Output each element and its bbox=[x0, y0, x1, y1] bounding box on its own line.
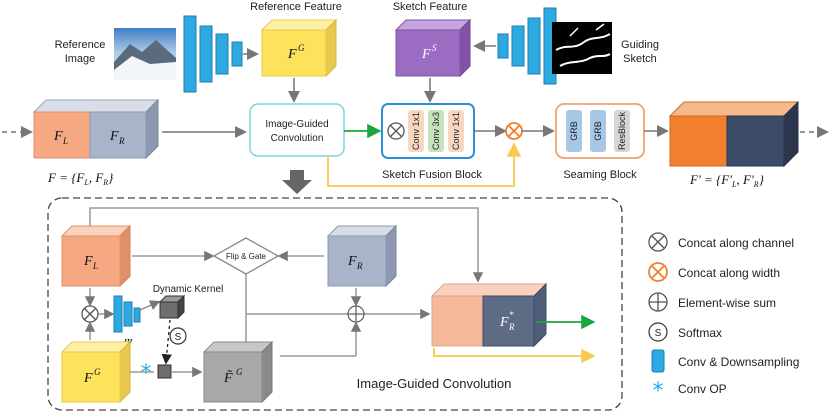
detail-softmax-icon bbox=[169, 327, 187, 345]
grb1-block bbox=[566, 110, 582, 152]
frstar-sup: * bbox=[509, 310, 514, 320]
detail-output-cube bbox=[430, 282, 548, 348]
grb1-label: GRB bbox=[569, 121, 579, 141]
frstar-sub: R bbox=[508, 322, 515, 332]
legend-concat-width-icon bbox=[648, 262, 668, 282]
reference-image-label-1: Reference bbox=[55, 39, 106, 51]
top-fl-sub: L bbox=[62, 136, 68, 146]
ftilde-sup: G bbox=[236, 367, 243, 377]
fg-cube-sup: G bbox=[298, 43, 305, 53]
legend-conv-down: Conv & Downsampling bbox=[678, 355, 799, 369]
flip-gate-label: Flip & Gate bbox=[226, 252, 267, 261]
seaming-label: Seaming Block bbox=[563, 169, 637, 181]
legend-concat-width: Concat along width bbox=[678, 266, 780, 280]
sketch-encoder-icon bbox=[497, 7, 557, 85]
psi-to-kernel-arrow bbox=[139, 300, 161, 311]
detail-softmax-s: S bbox=[175, 332, 182, 343]
igc-yellow-bypass-arrow bbox=[327, 142, 522, 187]
conv-result-box bbox=[157, 364, 172, 379]
guiding-sketch-label-2: Sketch bbox=[623, 53, 657, 65]
detail-fr-sub: R bbox=[356, 261, 363, 271]
legend-concat-channel-icon bbox=[648, 232, 668, 252]
fl-skip-arrow bbox=[89, 207, 484, 283]
elementwise-sum-icon bbox=[347, 305, 365, 323]
f-set-eq: F = {FL, FR} bbox=[47, 170, 114, 187]
igc-box-label-2: Convolution bbox=[271, 133, 324, 144]
fg-cube bbox=[260, 18, 338, 78]
top-fr-label: F bbox=[109, 129, 119, 144]
fs-cube-label: F bbox=[421, 47, 431, 62]
legend-softmax: Softmax bbox=[678, 326, 722, 340]
resblock-label: ResBlock bbox=[617, 111, 627, 150]
igc-box bbox=[249, 103, 345, 157]
psi-encoder-icon bbox=[113, 295, 141, 333]
legend-conv-op-icon: * bbox=[653, 379, 664, 404]
conv3x3-label: Conv 3x3 bbox=[431, 112, 441, 150]
top-fr-sub: R bbox=[118, 136, 125, 146]
ftilde-cube bbox=[202, 340, 274, 404]
detail-fr-label: F bbox=[347, 254, 357, 269]
fs-cube-sup: S bbox=[432, 43, 437, 53]
dynamic-kernel-label: Dynamic Kernel bbox=[153, 284, 224, 295]
detail-fr-cube bbox=[326, 224, 398, 288]
detail-fg-cube bbox=[60, 340, 132, 404]
detail-yellow-out-arrow bbox=[433, 348, 596, 364]
conv1x1-label: Conv 1x1 bbox=[411, 112, 421, 150]
legend-softmax-symbol: S bbox=[655, 328, 662, 339]
legend-sum-icon bbox=[648, 292, 668, 312]
legend-conv-down-icon bbox=[651, 349, 665, 373]
fusion-concat-icon bbox=[387, 122, 405, 140]
legend: Concat along channel Concat along width … bbox=[648, 232, 799, 404]
legend-elementwise-sum: Element-wise sum bbox=[678, 296, 776, 310]
detail-fl-sub: L bbox=[92, 261, 98, 271]
detail-concat-channel-icon bbox=[81, 305, 99, 323]
sketch-feature-title: Sketch Feature bbox=[393, 1, 468, 13]
dynamic-kernel-cube bbox=[158, 294, 186, 320]
grb2-block bbox=[590, 110, 606, 152]
detail-fl-label: F bbox=[83, 254, 93, 269]
detail-fl-cube bbox=[60, 224, 132, 288]
detail-panel-border bbox=[47, 197, 623, 411]
fs-cube bbox=[394, 18, 472, 78]
reference-encoder-icon bbox=[183, 15, 243, 93]
reference-feature-title: Reference Feature bbox=[250, 1, 342, 13]
conv1x1b-label: Conv 1x1 bbox=[451, 112, 461, 150]
legend-concat-channel: Concat along channel bbox=[678, 236, 794, 250]
output-cube bbox=[668, 100, 800, 168]
guiding-sketch-label-1: Guiding bbox=[621, 39, 659, 51]
resblock-block bbox=[614, 110, 630, 152]
sketch-fusion-label: Sketch Fusion Block bbox=[382, 169, 482, 181]
detail-fg-label: F bbox=[83, 371, 93, 386]
conv1x1b-block bbox=[448, 110, 464, 152]
fprime-set-eq: F′ = {F′L, F′R} bbox=[689, 172, 765, 189]
legend-softmax-icon bbox=[648, 322, 668, 342]
ftilde-label: F̃ bbox=[223, 370, 233, 386]
frstar-label: F bbox=[499, 315, 509, 330]
grb2-label: GRB bbox=[593, 121, 603, 141]
top-fl-label: F bbox=[53, 129, 63, 144]
legend-conv-op: Conv OP bbox=[678, 382, 727, 396]
expand-down-arrow-icon bbox=[282, 170, 312, 194]
igc-box-label-1: Image-Guided bbox=[265, 119, 328, 130]
detail-title: Image-Guided Convolution bbox=[357, 376, 512, 391]
fg-cube-label: F bbox=[287, 47, 297, 62]
conv1x1-block bbox=[408, 110, 424, 152]
reference-image-thumbnail bbox=[114, 28, 176, 80]
detail-fg-sup: G bbox=[94, 367, 101, 377]
detail-conv-op-icon: * bbox=[141, 361, 152, 386]
reference-image-label-2: Image bbox=[65, 53, 96, 65]
conv3x3-block bbox=[428, 110, 444, 152]
f-input-cube bbox=[32, 98, 160, 160]
concat-width-icon bbox=[505, 122, 523, 140]
kernel-to-conv-dashed-arrow bbox=[161, 319, 172, 365]
guiding-sketch-thumbnail bbox=[552, 22, 612, 74]
